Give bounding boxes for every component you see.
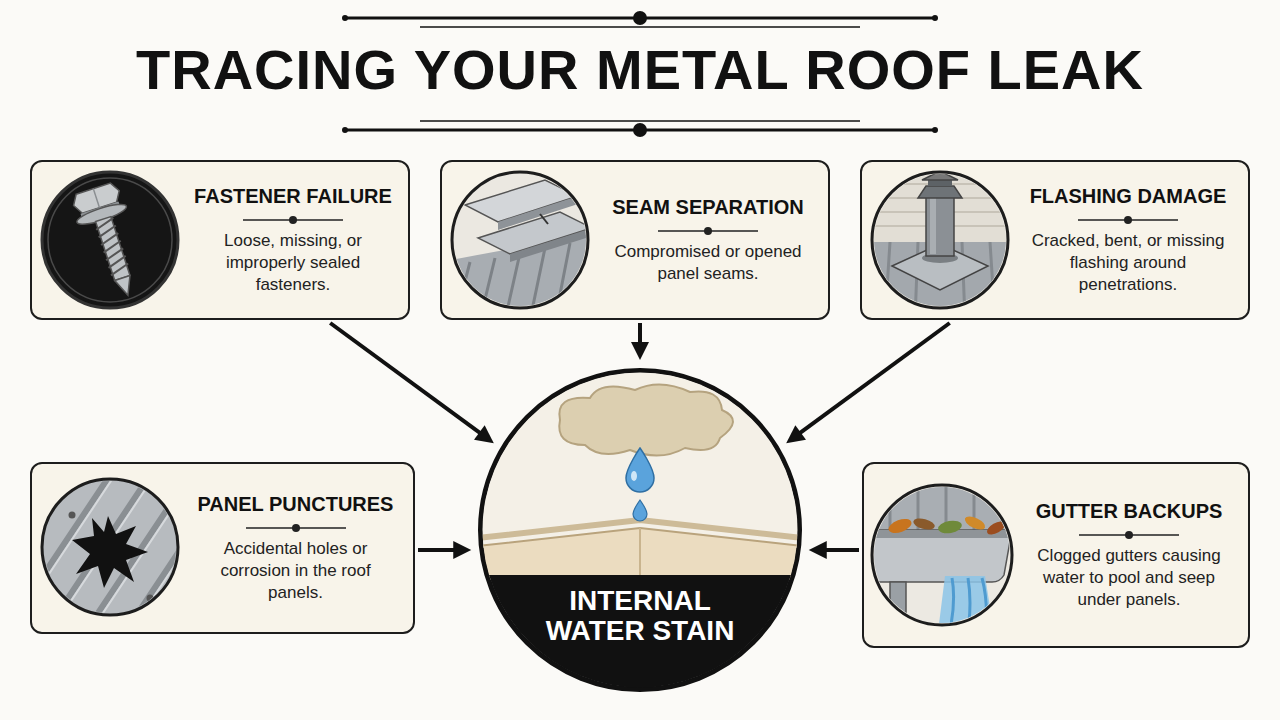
box-body: Accidental holes or corrosion in the roo… [192,538,399,604]
puncture-icon [0,460,245,640]
divider-line [1078,214,1178,226]
arrow-shaft [330,323,481,434]
ornament-bottom [342,121,938,137]
ceiling-illustration [470,368,810,705]
arrow-head [474,425,494,443]
arrow-head [786,425,806,443]
arrow-head [809,541,827,559]
heading-divider [243,212,343,224]
divider-dot [704,227,712,235]
divider-dot [289,216,297,224]
arrow-shaft [418,548,455,552]
arrow-shaft [825,548,859,552]
arrow-shaft [799,323,950,434]
flow-arrow [418,541,471,559]
box-body: Compromised or opened panel seams. [602,241,814,285]
box-heading: PANEL PUNCTURES [198,492,394,516]
flashing-icon [870,170,1010,320]
box-heading: FLASHING DAMAGE [1030,184,1227,208]
flow-arrow [809,541,859,559]
result-label: INTERNAL WATER STAIN [520,586,760,646]
heading-divider [658,223,758,235]
divider-dot [1125,531,1133,539]
cause-box: GUTTER BACKUPS Clogged gutters causing wa… [862,462,1250,648]
cause-box: SEAM SEPARATION Compromised or opened pan… [440,160,830,320]
divider-line [1079,529,1179,541]
divider-line [658,225,758,237]
ornament-top [342,11,938,27]
heading-divider [1079,527,1179,539]
flow-arrow [631,323,649,360]
screw-icon [42,172,178,308]
divider-dot [1124,216,1132,224]
cause-box: FASTENER FAILURE Loose, missing, or impro… [30,160,410,320]
divider-line [246,522,346,534]
heading-divider [246,520,346,532]
heading-divider [1078,212,1178,224]
cause-box: FLASHING DAMAGE Cracked, bent, or missing… [860,160,1250,320]
flow-arrow [330,323,494,443]
box-heading: FASTENER FAILURE [194,184,392,208]
title: TRACING YOUR METAL ROOF LEAK [0,36,1280,104]
box-body: Loose, missing, or improperly sealed fas… [192,230,394,296]
divider-line [243,214,343,226]
box-body: Clogged gutters causing water to pool an… [1024,545,1234,611]
arrow-head [631,342,649,360]
box-heading: SEAM SEPARATION [612,195,804,219]
result-circle: INTERNAL WATER STAIN [478,368,802,692]
divider-dot [292,524,300,532]
flow-arrow [786,323,950,443]
gutter-icon [872,480,1012,632]
box-heading: GUTTER BACKUPS [1036,499,1223,523]
arrow-head [453,541,471,559]
box-body: Cracked, bent, or missing flashing aroun… [1022,230,1234,296]
arrow-shaft [638,323,642,344]
seam-icon [440,172,600,320]
cause-box: PANEL PUNCTURES Accidental holes or corro… [30,462,415,634]
